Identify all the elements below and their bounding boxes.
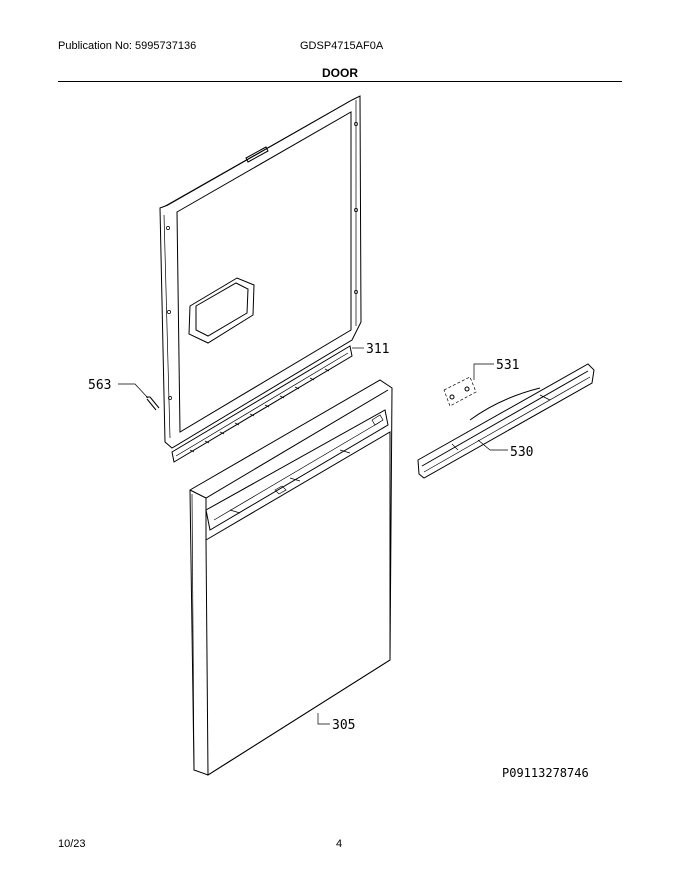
liner-bottom-strip: [171, 345, 353, 463]
page-number: 4: [336, 838, 343, 850]
door-handle-530: [417, 363, 595, 479]
pin-part-563: [146, 396, 160, 411]
clips-part-531: [443, 376, 477, 407]
diagram-reference-number: P09113278746: [502, 766, 589, 780]
model-number: GDSP4715AF0A: [300, 40, 384, 52]
section-title: DOOR: [322, 66, 358, 80]
publication-number: Publication No: 5995737136: [58, 40, 197, 52]
header-divider: [58, 81, 622, 82]
leader-530: [477, 439, 508, 451]
callout-311: 311: [366, 342, 389, 357]
callout-563: 563: [88, 378, 111, 393]
outer-door-panel-305: [189, 379, 393, 776]
callout-531: 531: [496, 358, 519, 373]
callout-530: 530: [510, 445, 533, 460]
door-liner-frame: [159, 95, 362, 449]
footer-date: 10/23: [58, 838, 86, 850]
leader-305: [317, 713, 330, 725]
leader-563: [118, 383, 149, 399]
callout-305: 305: [332, 718, 355, 733]
leader-531: [473, 363, 494, 380]
